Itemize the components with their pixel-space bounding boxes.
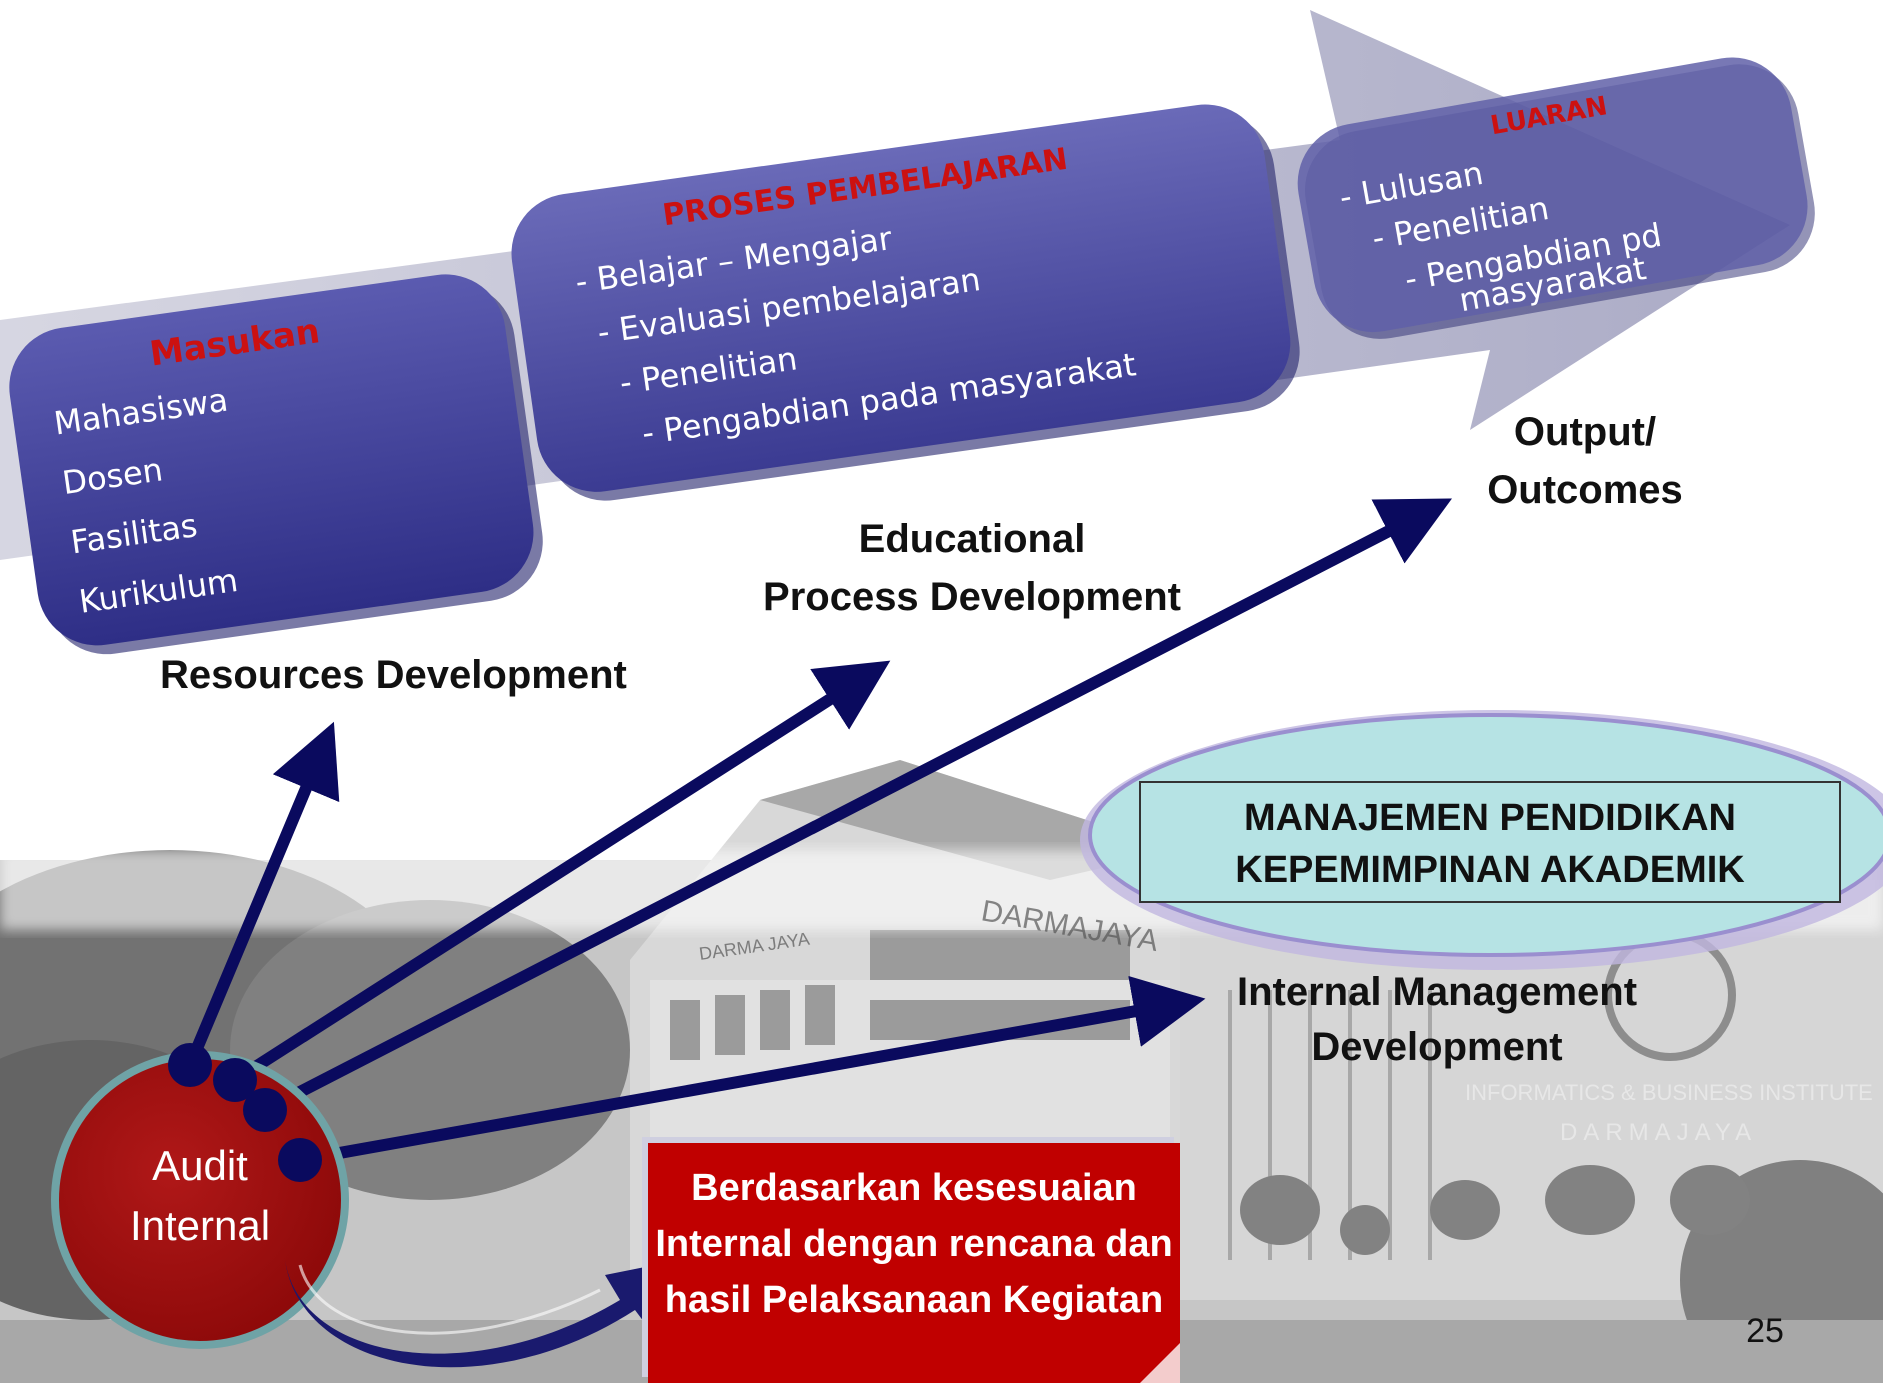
educational-label-line1: Educational	[859, 517, 1086, 561]
callout-line3: hasil Pelaksanaan Kegiatan	[665, 1279, 1163, 1321]
output-label-line1: Output/	[1514, 410, 1656, 454]
educational-label-line2: Process Development	[763, 575, 1181, 619]
management-title-line1: MANAJEMEN PENDIDIKAN	[1244, 797, 1736, 839]
arrow-to-educational	[231, 660, 891, 1086]
curved-arrow-to-callout	[285, 1260, 680, 1368]
page-number: 25	[1746, 1312, 1784, 1350]
arrow-to-resources	[184, 721, 340, 1068]
resources-development-label: Resources Development	[160, 653, 627, 697]
process-box: PROSES PEMBELAJARAN - Belajar – Mengajar…	[511, 104, 1300, 501]
arrow-to-output	[262, 498, 1453, 1116]
audit-arrows	[184, 498, 1453, 1166]
svg-text:DARMAJAYA: DARMAJAYA	[1560, 1119, 1757, 1146]
input-box: Masukan Mahasiswa Dosen Fasilitas Kuriku…	[9, 274, 543, 655]
management-ellipse: MANAJEMEN PENDIDIKAN KEPEMIMPINAN AKADEM…	[1080, 710, 1883, 970]
arrow-to-internal-management	[298, 975, 1206, 1166]
management-box	[1139, 781, 1841, 903]
management-title-line2: KEPEMIMPINAN AKADEMIK	[1235, 849, 1745, 891]
arrow-origin-dots	[168, 1043, 322, 1182]
output-label-line2: Outcomes	[1487, 468, 1683, 512]
criteria-callout: Berdasarkan kesesuaian Internal dengan r…	[642, 1137, 1180, 1383]
svg-text:INFORMATICS & BUSINESS INSTITU: INFORMATICS & BUSINESS INSTITUTE	[1465, 1080, 1873, 1105]
callout-line2: Internal dengan rencana dan	[655, 1223, 1172, 1265]
internal-management-label-line1: Internal Management	[1237, 970, 1637, 1014]
internal-management-label-line2: Development	[1311, 1025, 1562, 1069]
callout-line1: Berdasarkan kesesuaian	[691, 1167, 1137, 1209]
audit-label-line2: Internal	[130, 1202, 270, 1249]
audit-label-line1: Audit	[152, 1142, 248, 1189]
output-box: LUARAN - Lulusan - Penelitian - Pengabdi…	[1297, 57, 1815, 339]
